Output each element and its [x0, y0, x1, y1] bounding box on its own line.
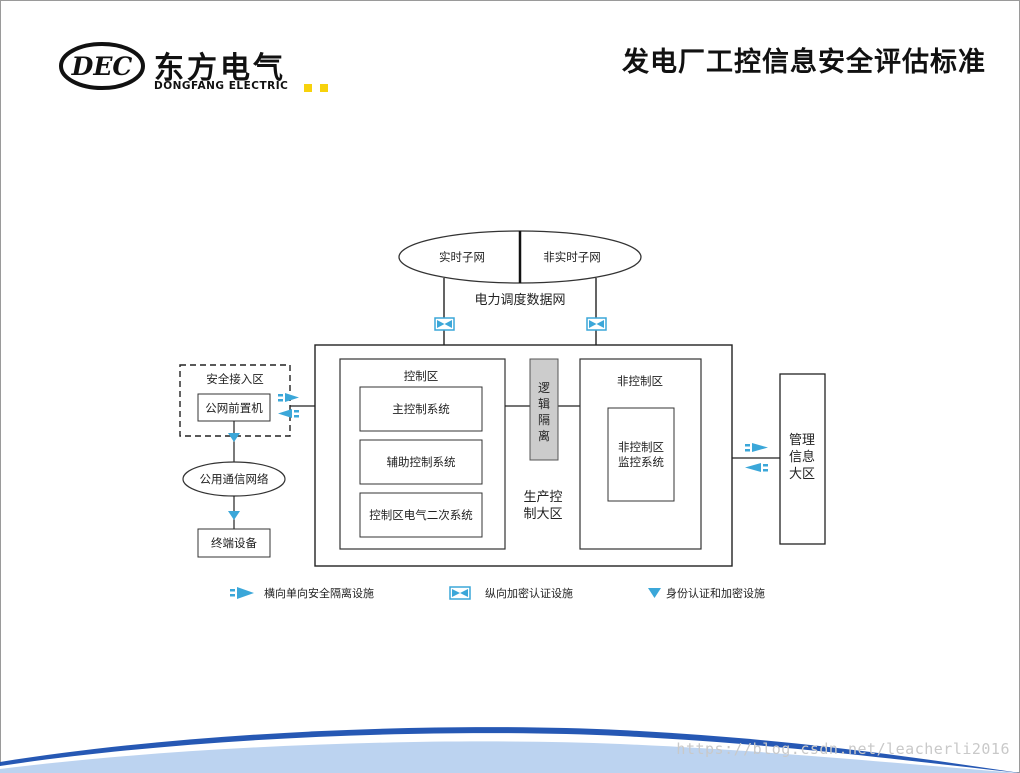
public-comm-label: 公用通信网络: [200, 472, 269, 486]
horizontal-isolation-icon: [230, 587, 254, 599]
aux-control-system: [359, 439, 483, 485]
terminal-box: [197, 528, 271, 558]
mgmt-zone-label: 管理: [789, 433, 815, 448]
control-zone-label: 控制区: [404, 369, 439, 383]
vertical-encryption-icon: [449, 586, 471, 600]
legend-label: 横向单向安全隔离设施: [264, 586, 374, 600]
mgmt-zone-label: 信息: [789, 449, 815, 465]
noncontrol-monitor-label: 非控制区: [618, 440, 664, 454]
logo-chinese-name: 东方电气: [154, 51, 286, 86]
main-control-label: 主控制系统: [392, 402, 450, 416]
realtime-subnet-label: 实时子网: [439, 250, 485, 264]
identity-auth-icon: [228, 511, 240, 520]
public-frontend-label: 公网前置机: [205, 401, 263, 415]
dec-logo-icon: DEC: [59, 42, 145, 90]
logic-isolation-char: 隔: [538, 413, 550, 427]
logic-isolation-char: 逻: [538, 381, 550, 395]
horizontal-isolation-icon: [278, 393, 299, 418]
logic-isolation-char: 离: [538, 428, 550, 443]
aux-control-label: 辅助控制系统: [387, 455, 456, 469]
elec-secondary-label: 控制区电气二次系统: [369, 508, 473, 522]
public-frontend-box: [197, 393, 271, 422]
horizontal-isolation-icon: [745, 443, 768, 472]
elec-secondary-system: [359, 492, 483, 538]
page-title: 发电厂工控信息安全评估标准: [622, 47, 986, 78]
legend-label: 身份认证和加密设施: [666, 586, 765, 600]
noncontrol-monitor-system: [607, 407, 675, 502]
nonrealtime-subnet-label: 非实时子网: [543, 250, 601, 264]
logo-accent-dot: [304, 84, 312, 92]
production-zone-label: 生产控: [523, 490, 562, 505]
mgmt-zone-label: 大区: [789, 467, 815, 482]
mgmt-info-zone: [779, 373, 826, 545]
secure-access-zone-label: 安全接入区: [206, 372, 264, 386]
identity-auth-icon: [228, 433, 240, 442]
company-logo: DEC 东方电气 DONGFANG ELECTRIC: [58, 40, 348, 100]
production-zone-label: 制大区: [523, 507, 562, 522]
bottom-wave-decoration: [0, 727, 1020, 773]
noncontrol-zone-label: 非控制区: [617, 374, 663, 388]
identity-auth-icon: [648, 588, 661, 598]
legend-label: 纵向加密认证设施: [485, 586, 573, 600]
vertical-encryption-icon: [586, 317, 607, 331]
logo-mark-text: DEC: [71, 52, 133, 81]
logic-isolation-char: 辑: [538, 397, 550, 411]
dispatch-network-label: 电力调度数据网: [474, 292, 565, 308]
dispatch-subnets: 实时子网 非实时子网: [398, 230, 642, 284]
logic-isolation: [529, 358, 559, 461]
noncontrol-monitor-label: 监控系统: [618, 455, 664, 469]
vertical-encryption-icon: [434, 317, 455, 331]
legend: 横向单向安全隔离设施 纵向加密认证设施 身份认证和加密设施: [230, 586, 765, 600]
logo-accent-dot: [320, 84, 328, 92]
terminal-label: 终端设备: [211, 536, 257, 550]
watermark-url: https://blog.csdn.net/leacherli2016: [676, 740, 1010, 758]
main-control-system: [359, 386, 483, 432]
logo-english-name: DONGFANG ELECTRIC: [154, 80, 289, 92]
